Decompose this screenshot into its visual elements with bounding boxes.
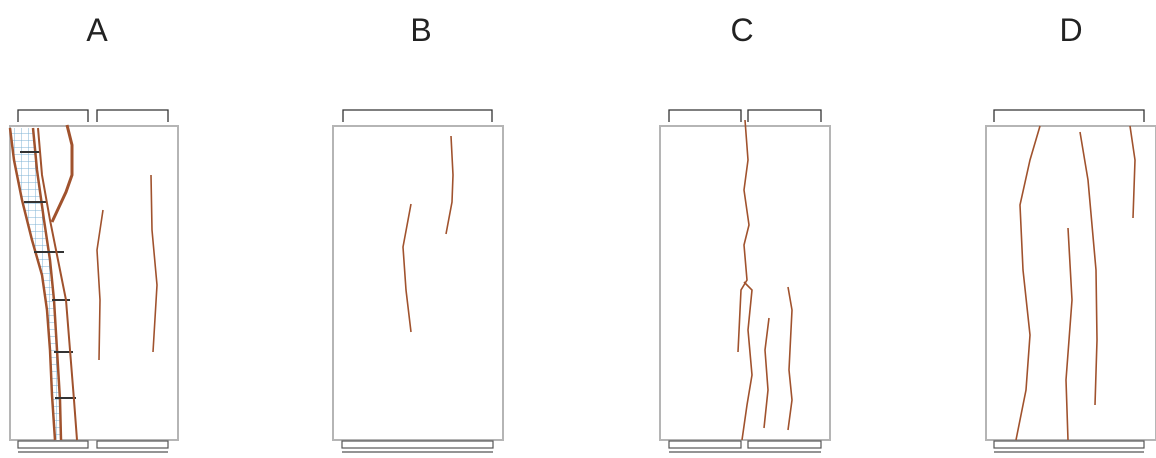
bottom-plate-d <box>993 440 1145 453</box>
top-plate-left-a <box>17 109 89 122</box>
panel-c <box>659 109 831 453</box>
top-plate-right-a <box>96 109 169 122</box>
specimen-outline-b <box>332 125 504 441</box>
bottom-plate-right-a <box>96 440 169 449</box>
panel-label-d: D <box>1059 12 1083 48</box>
panel-d <box>985 109 1156 453</box>
specimen-outline-d <box>985 125 1156 441</box>
panel-a <box>8 109 179 453</box>
crack-d-1 <box>1015 125 1041 441</box>
crack-b-2 <box>445 135 454 235</box>
bottom-plate-left-a <box>17 440 89 449</box>
top-plate-d <box>993 109 1145 122</box>
top-plate-b <box>342 109 493 122</box>
crack-c-3 <box>787 286 793 431</box>
top-plate-c <box>668 109 822 122</box>
crack-a-thick <box>50 124 74 223</box>
crack-c-main-lower <box>741 281 753 441</box>
crack-d-3 <box>1065 227 1073 441</box>
panel-label-b: B <box>410 12 432 48</box>
crack-a-main <box>37 127 78 441</box>
spall-edge-left <box>8 127 57 441</box>
crack-c-2 <box>763 317 770 429</box>
crack-c-main-upper <box>737 119 750 353</box>
crack-d-4 <box>1129 125 1136 219</box>
crack-d-2 <box>1079 131 1098 406</box>
crack-b-1 <box>402 203 412 333</box>
panel-label-c: C <box>730 12 754 48</box>
panel-label-a: A <box>86 12 108 48</box>
reinforcement-ties <box>20 151 76 399</box>
spall-edge-right <box>31 127 63 441</box>
crack-a-hairline-2 <box>150 174 158 353</box>
panel-b <box>332 109 504 453</box>
bottom-plate-c <box>668 440 822 453</box>
bottom-plate-b <box>341 440 494 453</box>
bottom-plate-a <box>17 440 169 453</box>
crack-a-hairline-1 <box>96 209 104 361</box>
top-plate-a <box>17 109 169 122</box>
specimen-outline-a <box>9 125 179 441</box>
